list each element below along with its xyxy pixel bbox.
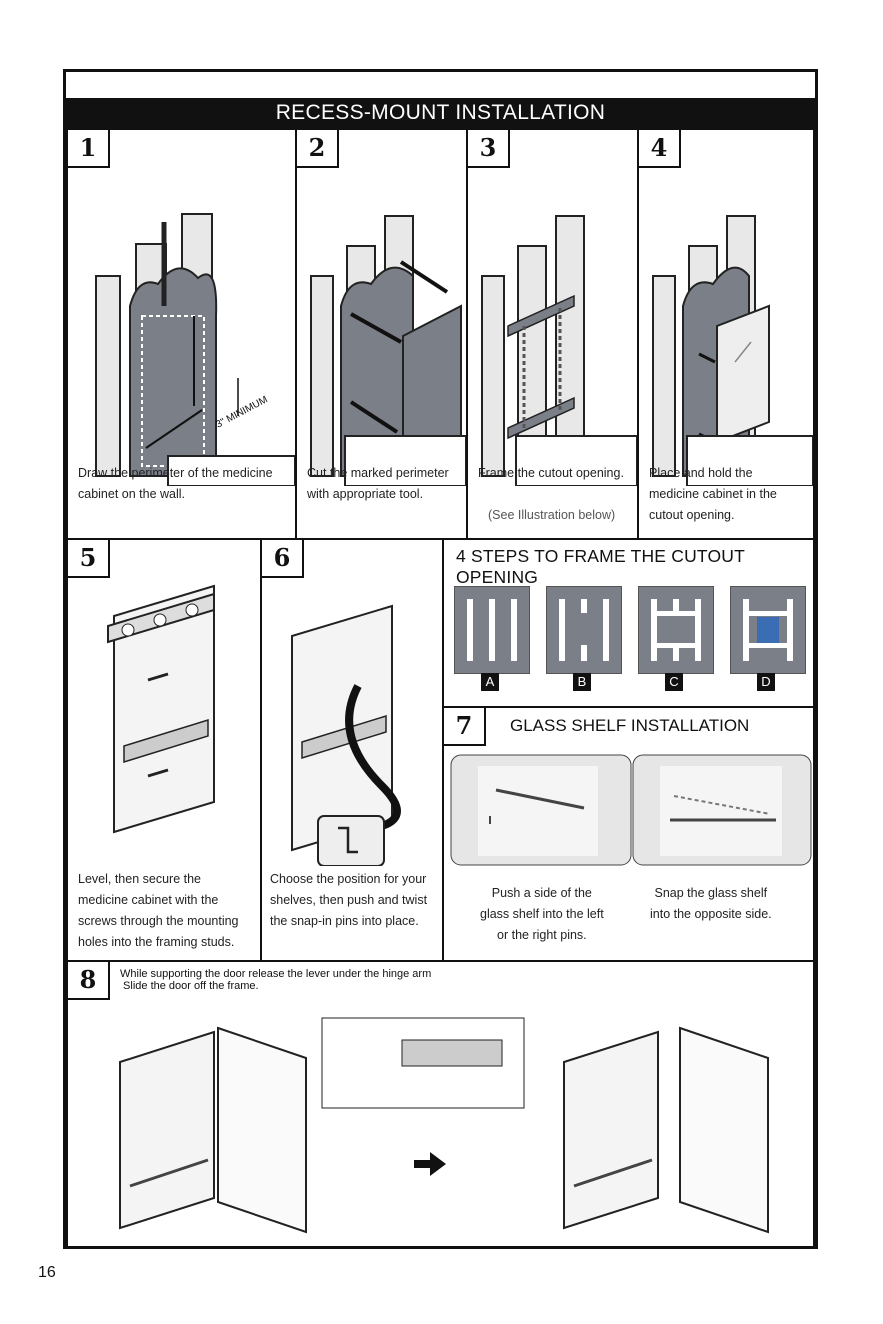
frame-step-b-diagram	[546, 586, 622, 674]
step-8-panel: 8 While supporting the door release the …	[66, 960, 815, 1246]
step-1-panel: 1 3" MINIMUM Draw the perimeter of the m…	[66, 128, 297, 540]
glass-shelf-title: GLASS SHELF INSTALLATION	[510, 716, 750, 735]
frame-step-label-c: C	[665, 673, 683, 691]
step-5-caption-line-1: Level, then secure the	[78, 872, 201, 886]
step-5-caption: Level, then secure the medicine cabinet …	[78, 869, 239, 953]
step-3-illustration	[481, 215, 637, 486]
step-7-number: 7	[444, 708, 486, 746]
frame-step-d-studs	[743, 599, 793, 661]
manual-page-frame: RECESS-MOUNT INSTALLATION 1 3" MINIMUM D…	[63, 69, 818, 1249]
frame-steps-title: 4 STEPS TO FRAME THE CUTOUT OPENING	[456, 546, 745, 587]
step-3-caption-line-1: Frame the cutout opening.	[478, 466, 624, 480]
glass-shelf-illustration	[450, 754, 812, 866]
step-2-illustration	[310, 215, 466, 486]
step-1-annotation: 3" MINIMUM	[214, 394, 269, 430]
step-6-caption-line-1: Choose the position for your	[270, 872, 427, 886]
step-5-number: 5	[68, 540, 110, 578]
step-5-illustration	[107, 584, 215, 834]
frame-step-c-diagram	[638, 586, 714, 674]
step-4-caption-line-1: Place and hold the	[649, 466, 753, 480]
step-5-caption-line-2: medicine cabinet with the	[78, 893, 219, 907]
step-3-note: (See Illustration below)	[488, 508, 616, 522]
glass-shelf-left-caption-line-1: Push a side of the	[491, 886, 592, 900]
glass-shelf-right-caption-line-2: into the opposite side.	[650, 907, 772, 921]
frame-step-d-diagram	[730, 586, 806, 674]
page-title: RECESS-MOUNT INSTALLATION	[66, 98, 815, 128]
step-5-caption-line-3: screws through the mounting	[78, 914, 239, 928]
step-4-caption-line-3: cutout opening.	[649, 508, 735, 522]
step-4-caption: Place and hold the medicine cabinet in t…	[649, 463, 777, 526]
step-1-caption: Draw the perimeter of the medicine cabin…	[78, 463, 273, 505]
glass-shelf-left-caption-line-2: glass shelf into the left	[480, 907, 604, 921]
step-6-panel: 6 Choose the position for your shelves, …	[260, 538, 444, 962]
frame-step-c-studs	[651, 599, 701, 661]
step-1-number: 1	[68, 130, 110, 168]
step-4-panel: 4 Place and hold the medicine cabinet in…	[637, 128, 815, 540]
step-2-panel: 2 Cut the marked perimeter with appropri…	[295, 128, 468, 540]
door-removal-illustration	[119, 1017, 769, 1234]
step-2-caption-line-2: with appropriate tool.	[307, 487, 424, 501]
step-6-number: 6	[262, 540, 304, 578]
frame-step-label-d: D	[757, 673, 775, 691]
door-removal-instruction-2: Slide the door off the frame.	[120, 980, 259, 992]
step-5-panel: 5 Level, then secure the medicine cabine…	[66, 538, 262, 962]
step-6-caption: Choose the position for your shelves, th…	[270, 869, 427, 932]
step-1-caption-line-1: Draw the perimeter of the medicine	[78, 466, 273, 480]
frame-steps-panel: 4 STEPS TO FRAME THE CUTOUT OPENING A B …	[442, 538, 815, 708]
step-3-caption: Frame the cutout opening.	[478, 463, 624, 484]
frame-step-b-studs	[559, 599, 609, 661]
step-6-caption-line-3: the snap-in pins into place.	[270, 914, 419, 928]
page-number: 16	[38, 1264, 56, 1281]
step-7-panel: 7 GLASS SHELF INSTALLATION Push a side o…	[442, 706, 815, 962]
step-6-caption-line-2: shelves, then push and twist	[270, 893, 428, 907]
step-8-number: 8	[68, 962, 110, 1000]
step-2-caption-line-1: Cut the marked perimeter	[307, 466, 449, 480]
step-3-panel: 3 Frame the cutout opening. (See Illustr…	[466, 128, 639, 540]
step-5-caption-line-4: holes into the framing studs.	[78, 935, 235, 949]
step-2-number: 2	[297, 130, 339, 168]
glass-shelf-right-caption-line-1: Snap the glass shelf	[654, 886, 768, 900]
step-1-illustration: 3" MINIMUM	[95, 213, 295, 486]
step-3-number: 3	[468, 130, 510, 168]
glass-shelf-right-caption: Snap the glass shelf into the opposite s…	[650, 883, 772, 925]
glass-shelf-left-caption: Push a side of the glass shelf into the …	[480, 883, 604, 946]
frame-step-a-studs	[467, 599, 517, 661]
glass-shelf-left-caption-line-3: or the right pins.	[497, 928, 587, 942]
frame-step-a-diagram	[454, 586, 530, 674]
step-4-illustration	[652, 215, 813, 486]
frame-step-label-a: A	[481, 673, 499, 691]
step-4-number: 4	[639, 130, 681, 168]
step-2-caption: Cut the marked perimeter with appropriat…	[307, 463, 449, 505]
step-6-illustration	[291, 604, 401, 866]
step-1-caption-line-2: cabinet on the wall.	[78, 487, 186, 501]
door-removal-instruction-1: While supporting the door release the le…	[120, 968, 432, 980]
frame-step-label-b: B	[573, 673, 591, 691]
step-4-caption-line-2: medicine cabinet in the	[649, 487, 777, 501]
